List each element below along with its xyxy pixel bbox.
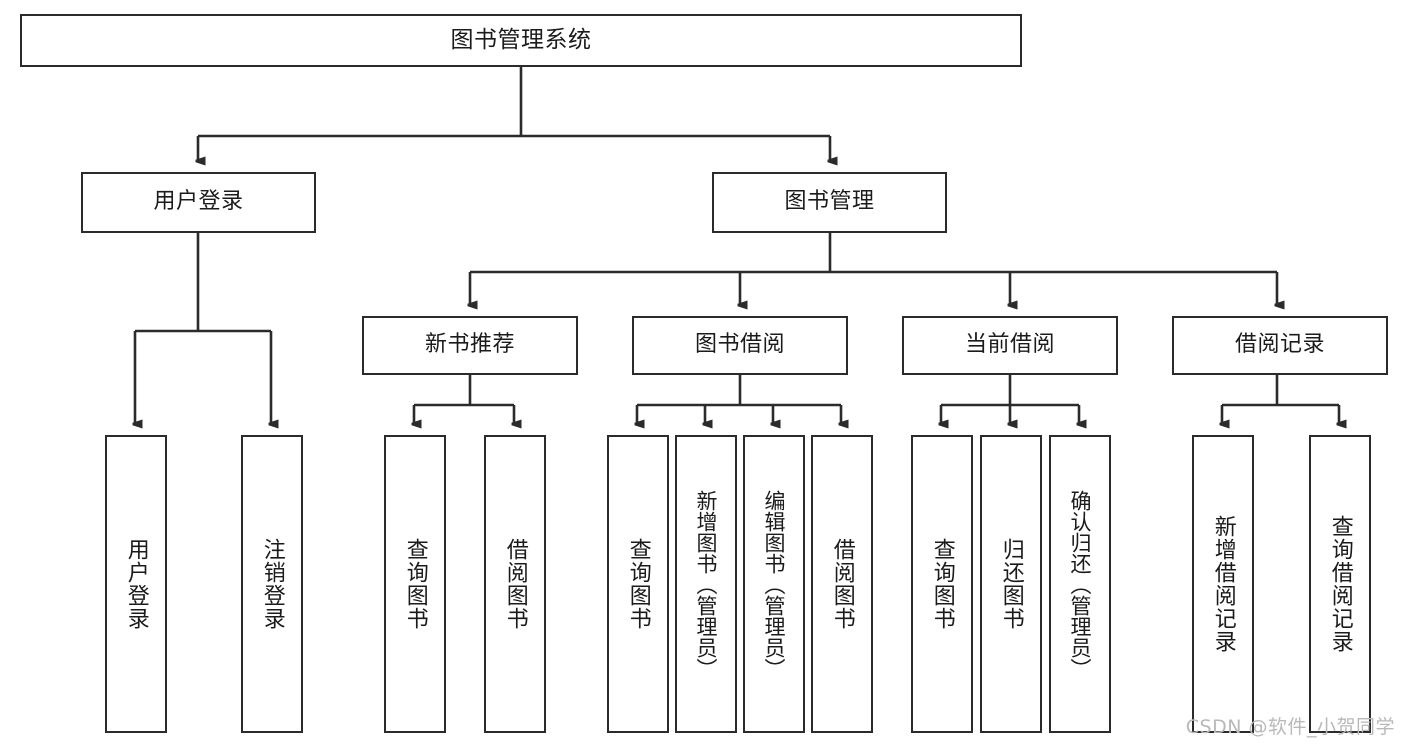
node-label: 图书管理系统 bbox=[450, 26, 592, 53]
node-label: 查询图书 bbox=[929, 538, 955, 630]
node-current-borrowing[interactable]: 当前借阅 bbox=[902, 316, 1118, 375]
watermark-text: CSDN @软件_小贺同学 bbox=[1185, 716, 1395, 738]
leaf-user-login[interactable]: 用户登录 bbox=[105, 435, 167, 733]
node-label: 查询借阅记录 bbox=[1327, 515, 1353, 653]
leaf-logout[interactable]: 注销登录 bbox=[241, 435, 303, 733]
node-book-management-system[interactable]: 图书管理系统 bbox=[20, 14, 1022, 67]
node-label: 查询图书 bbox=[625, 538, 651, 630]
node-label: 图书管理 bbox=[784, 189, 875, 215]
node-label: 新增借阅记录 bbox=[1210, 515, 1236, 653]
node-label: 确认归还（管理员） bbox=[1068, 489, 1093, 679]
node-new-book-recommendation[interactable]: 新书推荐 bbox=[362, 316, 578, 375]
node-label: 归还图书 bbox=[998, 538, 1024, 630]
node-borrow-records[interactable]: 借阅记录 bbox=[1172, 316, 1388, 375]
node-label: 新增图书（管理员） bbox=[694, 489, 719, 679]
node-label: 注销登录 bbox=[259, 538, 285, 630]
node-label: 借阅图书 bbox=[502, 538, 528, 630]
node-label: 编辑图书（管理员） bbox=[762, 489, 787, 679]
leaf-query-books-recommendation[interactable]: 查询图书 bbox=[384, 435, 446, 733]
node-label: 图书借阅 bbox=[694, 332, 785, 358]
leaf-add-book-admin[interactable]: 新增图书（管理员） bbox=[675, 435, 737, 733]
node-label: 借阅记录 bbox=[1234, 332, 1325, 358]
node-label: 当前借阅 bbox=[964, 332, 1055, 358]
leaf-borrow-books-recommendation[interactable]: 借阅图书 bbox=[484, 435, 546, 733]
node-user-login[interactable]: 用户登录 bbox=[81, 172, 316, 233]
leaf-confirm-return-admin[interactable]: 确认归还（管理员） bbox=[1049, 435, 1111, 733]
node-book-management[interactable]: 图书管理 bbox=[712, 172, 947, 233]
node-label: 借阅图书 bbox=[829, 538, 855, 630]
node-label: 新书推荐 bbox=[424, 332, 515, 358]
leaf-return-books[interactable]: 归还图书 bbox=[980, 435, 1042, 733]
leaf-add-borrow-record[interactable]: 新增借阅记录 bbox=[1192, 435, 1254, 733]
leaf-borrow-books-borrowing[interactable]: 借阅图书 bbox=[811, 435, 873, 733]
leaf-query-books-current[interactable]: 查询图书 bbox=[911, 435, 973, 733]
node-label: 用户登录 bbox=[153, 189, 244, 215]
node-book-borrowing[interactable]: 图书借阅 bbox=[632, 316, 848, 375]
leaf-query-books-borrowing[interactable]: 查询图书 bbox=[607, 435, 669, 733]
leaf-edit-book-admin[interactable]: 编辑图书（管理员） bbox=[743, 435, 805, 733]
node-label: 用户登录 bbox=[123, 538, 149, 630]
node-label: 查询图书 bbox=[402, 538, 428, 630]
leaf-query-borrow-record[interactable]: 查询借阅记录 bbox=[1309, 435, 1371, 733]
